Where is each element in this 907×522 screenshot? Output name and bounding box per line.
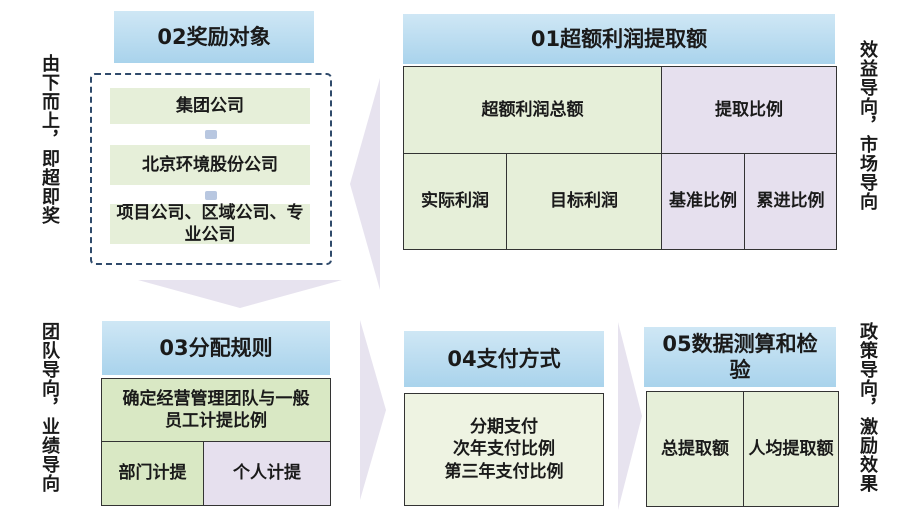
award-target-project-companies: 项目公司、区域公司、专业公司 [110,203,310,245]
payment-line-next-year: 次年支付比例 [453,439,555,460]
section-05-title: 05数据测算和检验 [644,327,836,387]
extraction-ratio: 提取比例 [661,66,837,154]
side-label-left-top: 由下而上，即超即奖 [39,54,60,225]
actual-profit: 实际利润 [403,153,507,250]
target-profit: 目标利润 [506,153,662,250]
payment-method-box: 分期支付 次年支付比例 第三年支付比例 [404,393,604,506]
section-01-title: 01超额利润提取额 [403,14,835,64]
section-03-title: 03分配规则 [102,321,330,375]
section-04-title: 04支付方式 [404,331,604,387]
connector-2 [205,191,217,200]
section-02-dashed-box [90,73,332,265]
award-target-group-company: 集团公司 [110,88,310,124]
award-target-beijing-environment: 北京环境股份公司 [110,145,310,185]
excess-profit-total: 超额利润总额 [403,66,662,154]
section-02-title: 02奖励对象 [114,11,314,63]
side-label-right-bottom: 政策导向，激励效果 [857,322,878,493]
progressive-ratio: 累进比例 [744,153,837,250]
payment-line-installment: 分期支付 [470,417,538,438]
department-accrual: 部门计提 [101,441,204,506]
payment-line-third-year: 第三年支付比例 [444,461,564,482]
total-extraction: 总提取额 [646,391,744,507]
per-capita-extraction: 人均提取额 [743,391,839,507]
side-label-left-bottom: 团队导向，业绩导向 [39,322,60,493]
base-ratio: 基准比例 [661,153,745,250]
personal-accrual: 个人计提 [203,441,331,506]
distribution-rule: 确定经营管理团队与一般员工计提比例 [101,378,331,442]
connector-1 [205,130,217,139]
side-label-right-top: 效益导向，市场导向 [857,40,878,211]
